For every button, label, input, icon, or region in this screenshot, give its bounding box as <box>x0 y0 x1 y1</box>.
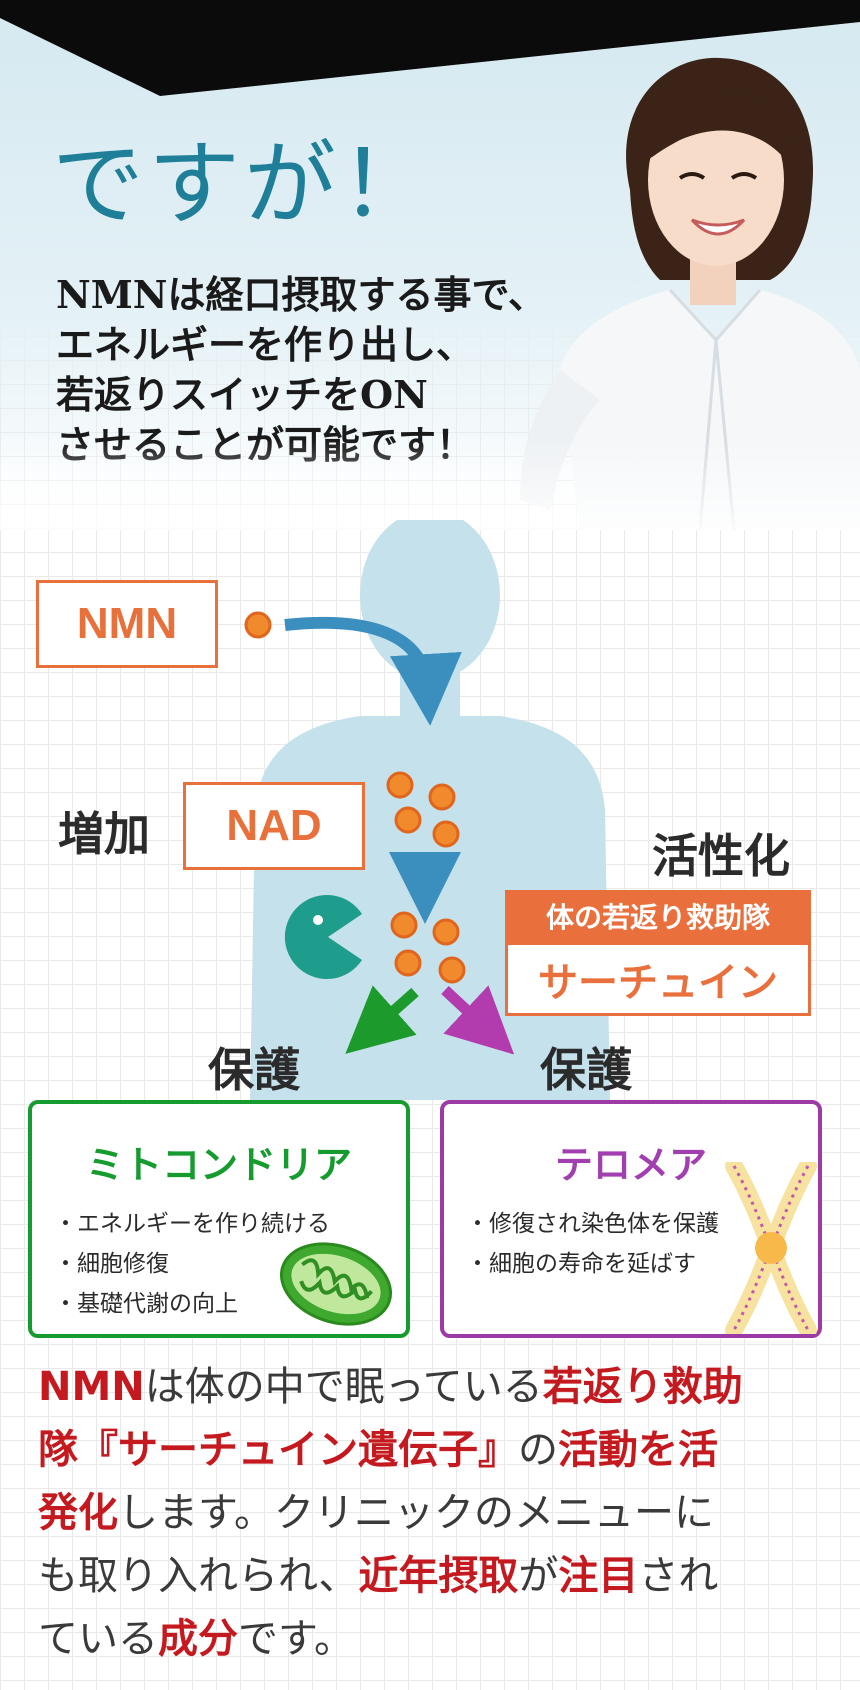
telomere-title: テロメア <box>554 1143 707 1187</box>
nmn-molecule-icon <box>244 611 272 639</box>
summary-segment: が <box>518 1553 559 1599</box>
summary-line: も取り入れられ、近年摂取が注目され <box>38 1545 828 1608</box>
summary-line: ている成分です。 <box>38 1608 828 1671</box>
telomere-card: テロメア 修復され染色体を保護 細胞の寿命を延ばす <box>440 1100 822 1338</box>
mitochondria-icon <box>279 1242 393 1326</box>
summary-highlight: 隊『サーチュイン遺伝子』 <box>38 1427 518 1473</box>
summary-text: NMNは体の中で眠っている若返り救助隊『サーチュイン遺伝子』の活動を活発化します… <box>38 1356 828 1671</box>
increase-label: 増加 <box>58 807 150 861</box>
nad-molecules-lower-icon <box>390 911 466 984</box>
top-black-wedge <box>0 0 860 96</box>
telomere-benefits: 修復され染色体を保護 細胞の寿命を延ばす <box>466 1204 719 1284</box>
intro-line: NMNは経口摂取する事で、 <box>56 272 547 317</box>
hero-fade <box>0 440 860 530</box>
summary-highlight: NMN <box>38 1364 145 1410</box>
mitochondria-title: ミトコンドリア <box>85 1143 352 1187</box>
mitochondria-card: ミトコンドリア エネルギーを作り続ける 細胞修復 基礎代謝の向上 <box>28 1100 410 1338</box>
summary-segment: は体の中で眠っている <box>144 1364 543 1410</box>
summary-segment: も取り入れられ、 <box>38 1553 359 1599</box>
pacman-enzyme-icon <box>284 895 362 979</box>
summary-highlight: 注目 <box>558 1553 639 1599</box>
nmn-label-box: NMN <box>36 580 218 668</box>
summary-line: 発化します。クリニックのメニューに <box>38 1482 828 1545</box>
chromosome-icon <box>725 1162 817 1334</box>
arrow-to-mitochondria-icon <box>345 985 419 1054</box>
summary-highlight: 近年摂取 <box>358 1553 519 1599</box>
list-item: 修復され染色体を保護 <box>466 1204 719 1244</box>
summary-segment: です。 <box>238 1616 354 1662</box>
sirtuin-banner: 体の若返り救助隊 <box>505 890 811 942</box>
sirtuin-name-box: サーチュイン <box>505 942 811 1016</box>
list-item: 基礎代謝の向上 <box>54 1284 330 1324</box>
arrow-nmn-to-nad-icon <box>284 616 462 726</box>
summary-highlight: 成分 <box>158 1616 238 1662</box>
summary-highlight: 活動を活 <box>558 1427 718 1473</box>
list-item: エネルギーを作り続ける <box>54 1204 330 1244</box>
page-headline: ですが！ <box>52 131 437 238</box>
summary-highlight: 若返り救助 <box>542 1364 743 1410</box>
summary-segment: され <box>638 1553 719 1599</box>
arrow-to-telomere-icon <box>441 985 515 1055</box>
summary-line: 隊『サーチュイン遺伝子』の活動を活 <box>38 1419 828 1482</box>
intro-line: 若返りスイッチをON <box>56 372 428 417</box>
mitochondria-benefits: エネルギーを作り続ける 細胞修復 基礎代謝の向上 <box>54 1204 330 1324</box>
intro-line: エネルギーを作り出し、 <box>56 322 475 367</box>
nad-label-box: NAD <box>183 782 365 870</box>
list-item: 細胞の寿命を延ばす <box>466 1244 719 1284</box>
protect-label-right: 保護 <box>540 1043 632 1097</box>
list-item: 細胞修復 <box>54 1244 330 1284</box>
summary-line: NMNは体の中で眠っている若返り救助 <box>38 1356 828 1419</box>
protect-label-left: 保護 <box>208 1043 300 1097</box>
nad-molecules-icon <box>386 771 460 848</box>
summary-segment: の <box>518 1427 558 1473</box>
activate-label: 活性化 <box>652 829 790 883</box>
summary-segment: します。クリニックのメニューに <box>118 1490 714 1536</box>
summary-highlight: 発化 <box>38 1490 118 1536</box>
summary-segment: ている <box>38 1616 158 1662</box>
